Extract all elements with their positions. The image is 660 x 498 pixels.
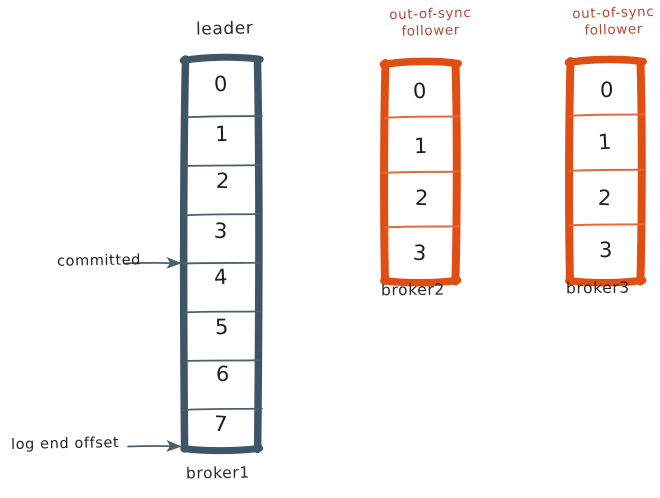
log-end-offset-arrow	[127, 440, 182, 452]
offset-value: 1	[413, 133, 429, 158]
follower3-title-line2: follower	[584, 21, 644, 39]
log-cell: 2	[189, 158, 255, 206]
offset-value: 0	[599, 77, 615, 102]
log-cell: 3	[389, 226, 453, 279]
follower2-log-box: 0 1 2 3	[389, 66, 453, 279]
follower3-log-box: 0 1 2 3	[574, 64, 638, 277]
follower2-title-line1: out-of-sync	[389, 4, 472, 24]
offset-value: 2	[414, 185, 430, 211]
log-cell: 5	[189, 303, 255, 351]
leader-title: leader	[195, 18, 254, 40]
offset-value: 1	[597, 129, 613, 155]
broker-label-broker2: broker2	[380, 280, 445, 300]
log-cell: 0	[189, 62, 255, 110]
offset-value: 3	[598, 238, 614, 263]
offset-value: 0	[213, 71, 229, 97]
follower3-title-line1: out-of-sync	[572, 3, 655, 23]
follower3-title: out-of-sync follower	[566, 4, 660, 40]
log-cell: 7	[189, 399, 255, 447]
offset-value: 5	[214, 314, 230, 339]
broker-label-broker3: broker3	[565, 278, 630, 298]
offset-value: 4	[213, 264, 229, 289]
annotation-log-end-offset: log end offset	[10, 435, 120, 453]
offset-value: 2	[215, 169, 231, 194]
offset-value: 7	[213, 411, 229, 437]
annotation-committed: committed	[56, 252, 142, 270]
log-cell: 2	[574, 171, 638, 224]
offset-value: 6	[215, 361, 231, 387]
log-cell: 2	[389, 173, 453, 226]
broker-label-broker1: broker1	[185, 463, 250, 483]
log-cell: 4	[189, 255, 255, 303]
leader-log-box: 0 1 2 3 4 5 6 7	[189, 62, 255, 447]
follower2-title-line2: follower	[401, 22, 461, 40]
offset-value: 3	[412, 241, 428, 266]
log-cell: 6	[189, 351, 255, 399]
offset-value: 2	[597, 185, 613, 211]
log-cell: 1	[574, 117, 638, 170]
offset-value: 0	[412, 78, 428, 103]
log-cell: 3	[574, 224, 638, 277]
log-cell: 1	[389, 119, 453, 172]
log-cell: 3	[189, 206, 255, 254]
follower2-title: out-of-sync follower	[383, 5, 479, 41]
offset-value: 1	[214, 122, 230, 147]
offset-value: 3	[213, 219, 229, 244]
log-cell: 0	[389, 66, 453, 119]
log-cell: 0	[574, 64, 638, 117]
log-cell: 1	[189, 110, 255, 158]
